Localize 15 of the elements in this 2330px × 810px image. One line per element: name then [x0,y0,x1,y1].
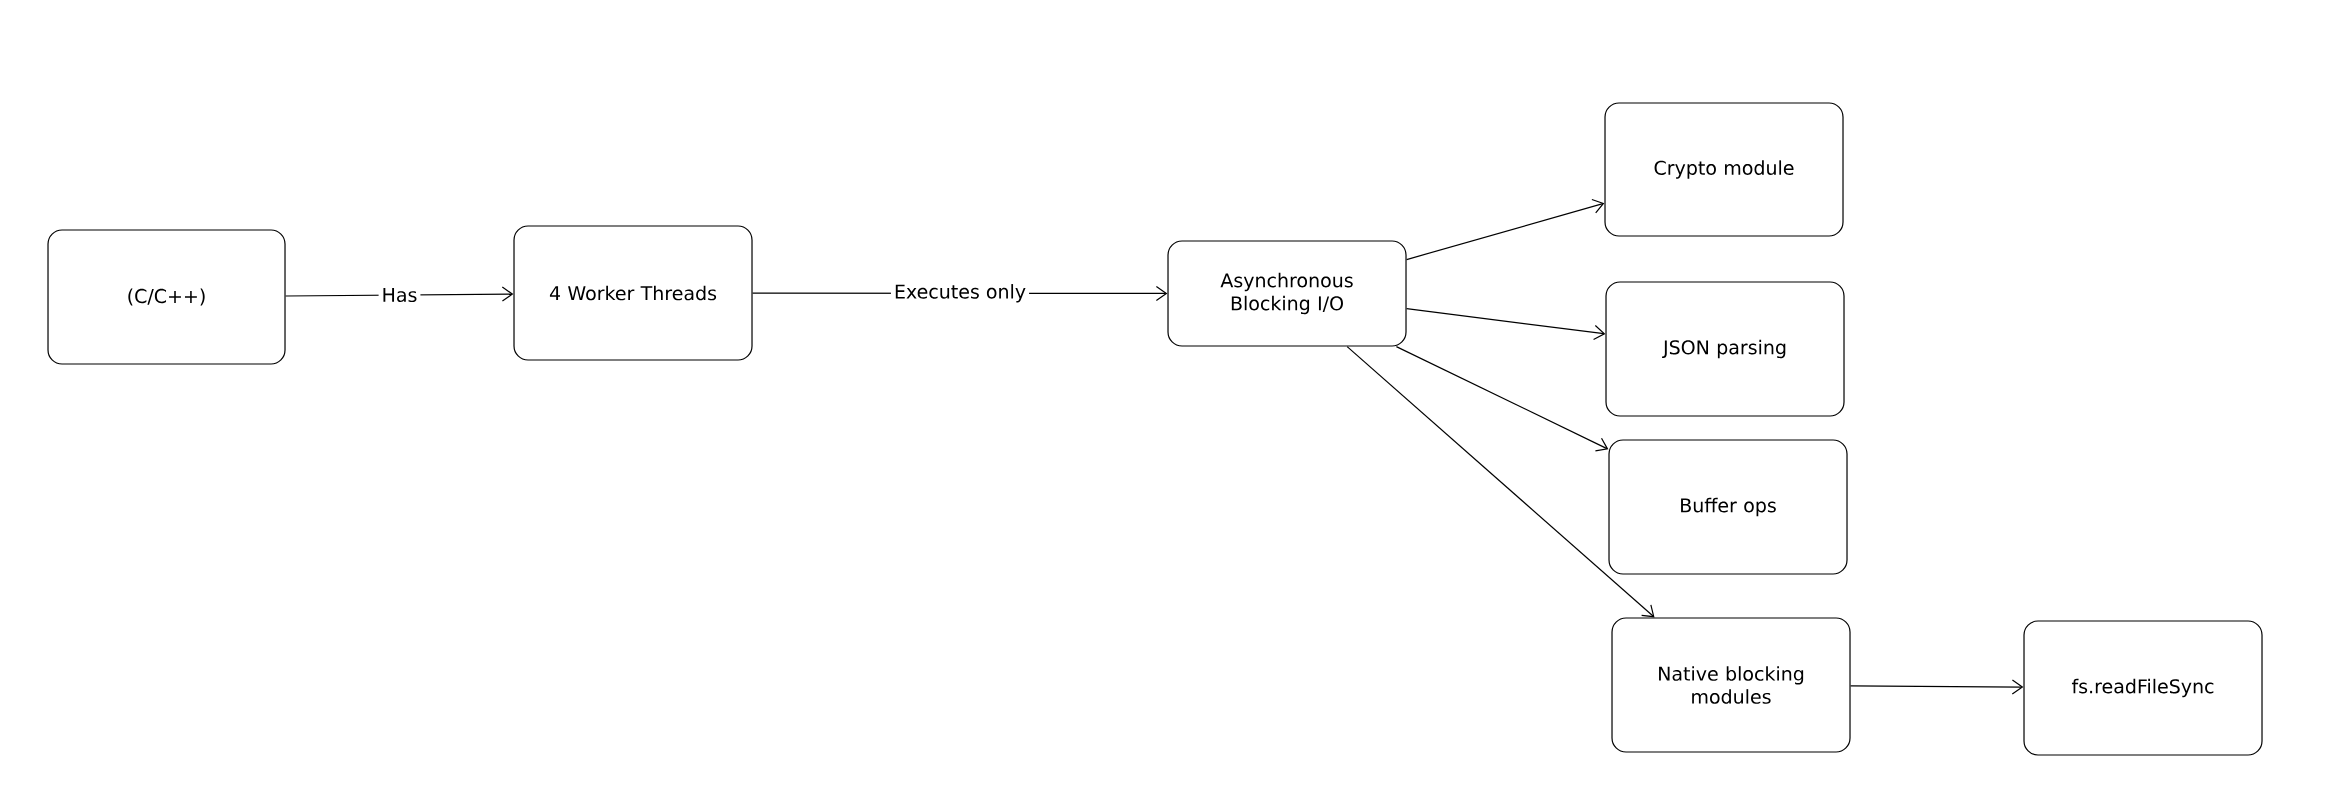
edge-label: Executes only [890,281,1030,306]
process-box: Asynchronous Blocking I/O [1167,240,1407,347]
arrow [1346,346,1655,618]
process-box: Crypto module [1604,102,1844,237]
arrow [1406,308,1606,341]
arrow [1406,198,1605,261]
process-box: 4 Worker Threads [513,225,753,361]
arrow [1850,679,2024,695]
process-box: Buffer ops [1608,439,1848,575]
process-box: (C/C++) [47,229,286,365]
process-box: Native blocking modules [1611,617,1851,753]
process-box: JSON parsing [1605,281,1845,417]
process-box: fs.readFileSync [2023,620,2263,756]
edge-label: Has [378,284,421,306]
arrow [1395,346,1609,452]
